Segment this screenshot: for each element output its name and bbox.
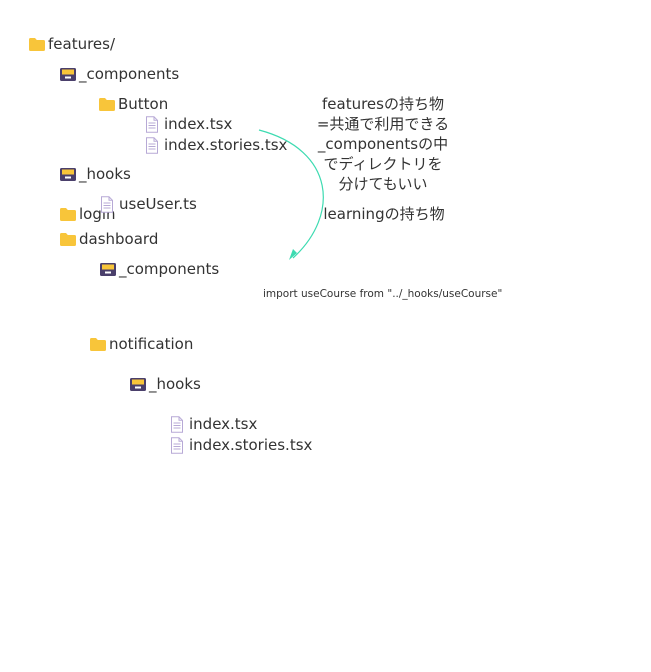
tree-node-components[interactable]: _components: [59, 64, 179, 84]
tree-node-use-user[interactable]: useUser.ts: [100, 194, 197, 214]
tree-node-button-index[interactable]: index.tsx: [145, 114, 232, 134]
tree-node-hooks[interactable]: _hooks: [59, 164, 131, 184]
file-icon: [100, 196, 114, 213]
tree-label-notification-index: index.tsx: [189, 415, 258, 433]
tree-node-notification-hooks[interactable]: _hooks: [129, 374, 201, 394]
tree-label-button: Button: [118, 95, 169, 113]
folder-icon: [59, 231, 77, 247]
tree-label-button-stories: index.stories.tsx: [164, 136, 288, 154]
tree-label-notification-stories: index.stories.tsx: [189, 436, 313, 454]
tree-label-notification: notification: [109, 335, 194, 353]
tree-node-dashboard[interactable]: dashboard: [59, 229, 158, 249]
tree-label-features: features/: [48, 35, 116, 53]
tree-node-notification-stories[interactable]: index.stories.tsx: [170, 435, 312, 455]
tree-label-dashboard-components: _components: [119, 260, 220, 278]
tree-label-components: _components: [79, 65, 180, 83]
tree-label-notification-hooks: _hooks: [149, 375, 201, 393]
tree-node-features[interactable]: features/: [28, 34, 115, 54]
package-folder-icon: [59, 66, 77, 82]
tree-label-button-index: index.tsx: [164, 115, 233, 133]
file-icon: [170, 437, 184, 454]
package-folder-icon: [59, 166, 77, 182]
folder-icon: [59, 206, 77, 222]
tree-label-dashboard: dashboard: [79, 230, 159, 248]
learning-note: learningの持ち物: [323, 205, 445, 223]
tree-node-button-stories[interactable]: index.stories.tsx: [145, 135, 287, 155]
package-folder-icon: [129, 376, 147, 392]
file-icon: [170, 416, 184, 433]
tree-label-hooks: _hooks: [79, 165, 131, 183]
package-folder-icon: [99, 261, 117, 277]
tree-label-use-user: useUser.ts: [119, 195, 197, 213]
folder-icon: [98, 96, 116, 112]
features-note: featuresの持ち物 =共通で利用できる _componentsの中 でディ…: [316, 95, 450, 193]
tree-node-button[interactable]: Button: [98, 94, 168, 114]
folder-icon: [28, 36, 46, 52]
file-icon: [145, 116, 159, 133]
import-statement: import useCourse from "../_hooks/useCour…: [263, 288, 503, 300]
tree-node-notification[interactable]: notification: [89, 334, 193, 354]
folder-icon: [89, 336, 107, 352]
file-icon: [145, 137, 159, 154]
tree-node-dashboard-components[interactable]: _components: [99, 259, 219, 279]
tree-node-notification-index[interactable]: index.tsx: [170, 414, 257, 434]
